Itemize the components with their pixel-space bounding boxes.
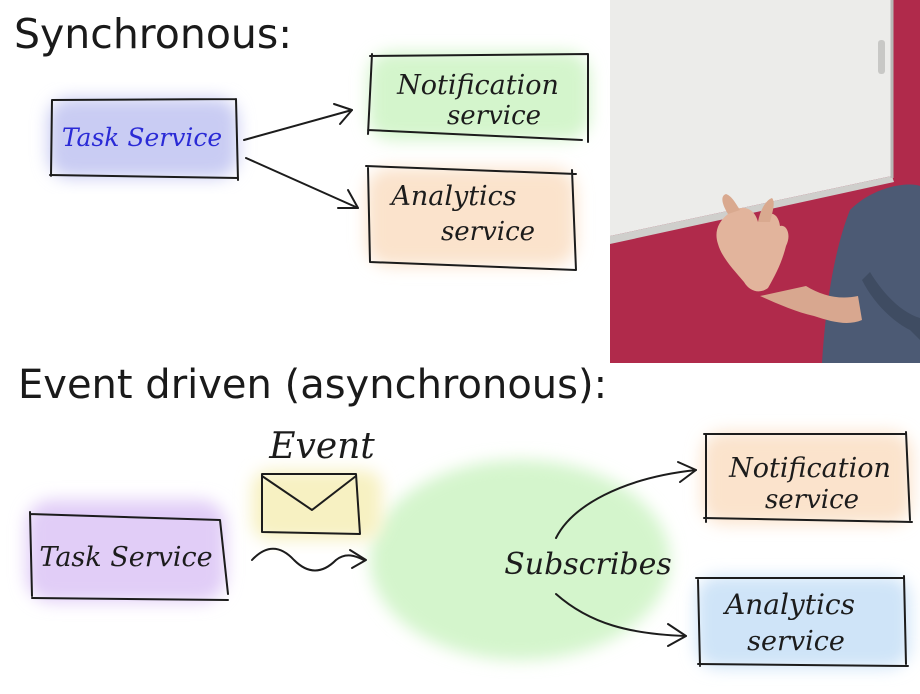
sync-notification-label-line2: service <box>447 101 541 131</box>
sync-notification-box: Notification service <box>367 53 589 143</box>
async-task-service-label: Task Service <box>39 542 212 573</box>
async-notification-box: Notification service <box>703 431 913 523</box>
sync-task-service-label: Task Service <box>62 123 222 152</box>
sync-notification-label-line1: Notification <box>396 70 559 101</box>
arrow-icon <box>243 103 353 141</box>
async-notification-highlight <box>702 432 912 524</box>
synchronous-heading: Synchronous: <box>14 10 293 58</box>
sync-task-service-box: Task Service <box>49 98 239 181</box>
task-service-highlight <box>48 98 238 178</box>
async-analytics-highlight <box>696 576 910 668</box>
async-task-service-box: Task Service <box>29 511 229 601</box>
async-analytics-label-line2: service <box>747 626 845 657</box>
event-label: Event <box>268 426 375 467</box>
arrow-icon <box>555 461 697 539</box>
analytics-highlight <box>366 168 576 266</box>
arrow-icon <box>555 593 687 647</box>
arrow-icon <box>245 157 359 209</box>
notification-highlight <box>368 52 590 140</box>
sync-analytics-label-line1: Analytics <box>388 181 516 212</box>
speaker-video-frame <box>610 0 920 363</box>
speaker-person <box>716 184 920 363</box>
speaker-video <box>610 0 920 363</box>
sync-analytics-label-line2: service <box>441 217 535 247</box>
async-analytics-label-line1: Analytics <box>722 588 855 621</box>
subscribes-label: Subscribes <box>504 547 672 582</box>
whiteboard-image <box>610 0 894 244</box>
async-notification-label-line1: Notification <box>728 453 891 484</box>
async-analytics-box: Analytics service <box>695 575 909 667</box>
envelope-icon <box>261 473 361 535</box>
async-task-service-highlight <box>26 500 226 602</box>
sync-analytics-box: Analytics service <box>365 165 577 271</box>
event-bus-highlight <box>370 460 670 660</box>
async-notification-label-line2: service <box>765 485 859 515</box>
wavy-arrow-icon <box>251 547 367 572</box>
event-driven-heading: Event driven (asynchronous): <box>18 362 608 408</box>
